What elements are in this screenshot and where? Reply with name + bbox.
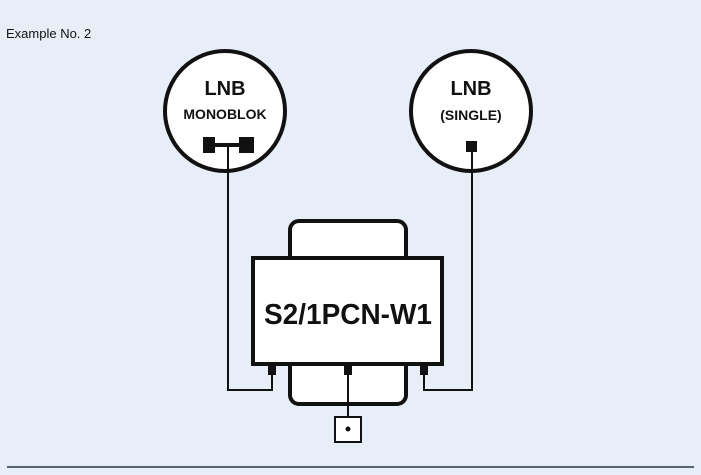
- lnb-left-subtitle: MONOBLOK: [183, 106, 266, 122]
- socket-dot: [345, 426, 351, 432]
- device-label: S2/1PCN-W1: [264, 299, 432, 331]
- lnb-left-title: LNB: [204, 78, 245, 100]
- monoblok-bridge: [214, 143, 240, 147]
- device-port-left: [268, 364, 276, 375]
- cable-left: [227, 146, 273, 391]
- single-connector: [466, 141, 477, 152]
- cable-right: [423, 146, 473, 391]
- lnb-monoblok-circle: [163, 49, 287, 173]
- lnb-right-subtitle: (SINGLE): [440, 107, 501, 123]
- device-port-output: [344, 364, 352, 375]
- device-port-right: [420, 364, 428, 375]
- monoblok-connector-left: [203, 137, 215, 153]
- device-body: [251, 256, 444, 366]
- lnb-right-title: LNB: [450, 78, 491, 100]
- example-caption: Example No. 2: [6, 26, 92, 41]
- divider: [7, 466, 694, 468]
- monoblok-connector-right: [239, 137, 254, 153]
- output-socket: [334, 416, 362, 443]
